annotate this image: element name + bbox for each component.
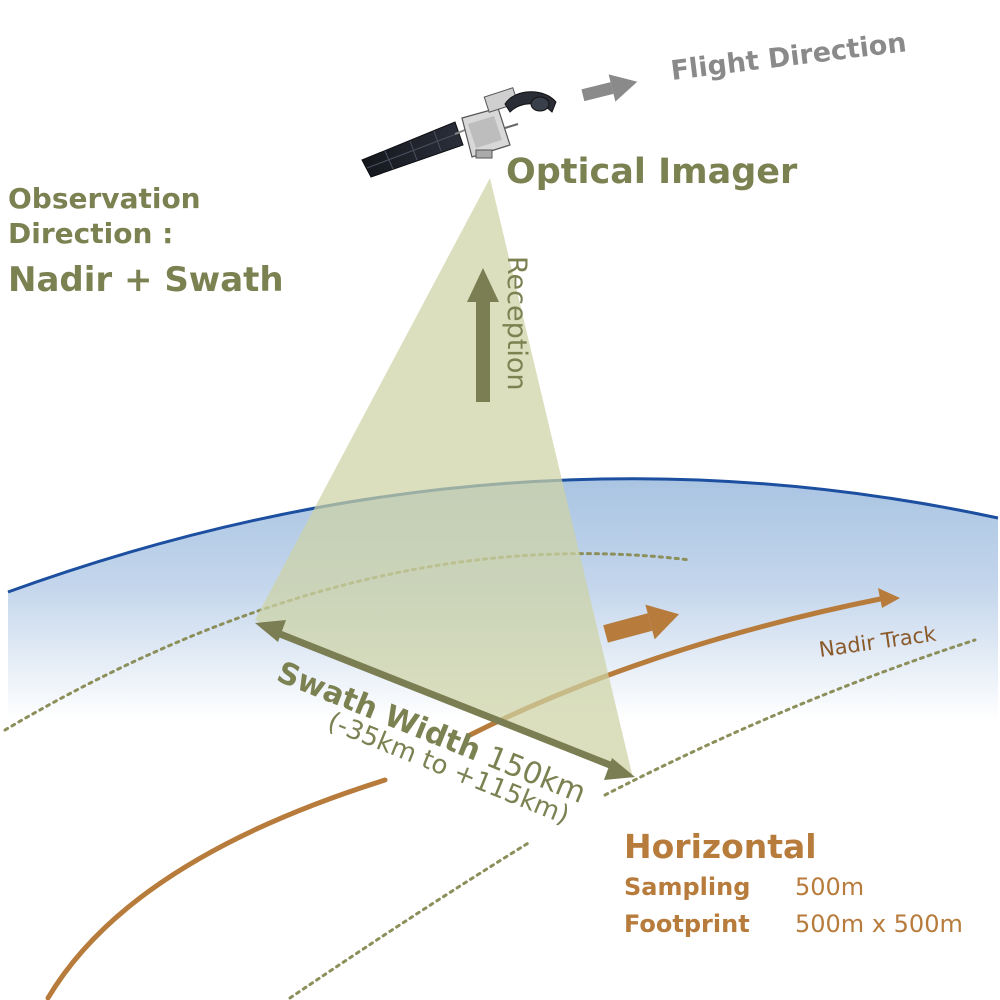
reception-arrow <box>467 268 499 402</box>
swath-width-arrow <box>255 620 635 780</box>
footprint-label: Footprint <box>624 910 750 938</box>
swath-edge-lower-dotted <box>288 840 532 1000</box>
nadir-track-arrowhead <box>878 588 900 608</box>
flight-direction-label: Flight Direction <box>669 27 908 87</box>
motion-arrow <box>603 604 679 643</box>
sampling-label: Sampling <box>624 873 750 901</box>
observation-direction-line2: Direction : <box>8 217 173 250</box>
observation-mode-label: Nadir + Swath <box>8 260 284 300</box>
observation-beam <box>255 178 633 778</box>
sampling-value: 500m <box>795 873 864 901</box>
nadir-track-line <box>45 777 388 1000</box>
reception-label: Reception <box>501 256 532 390</box>
optical-imager-label: Optical Imager <box>506 152 798 192</box>
satellite-icon <box>361 87 557 178</box>
horizontal-heading: Horizontal <box>624 827 817 866</box>
swath-edge-right-dotted <box>603 638 977 797</box>
observation-direction-line1: Observation <box>8 182 201 215</box>
flight-direction-arrow <box>581 74 638 102</box>
footprint-value: 500m x 500m <box>795 910 963 938</box>
